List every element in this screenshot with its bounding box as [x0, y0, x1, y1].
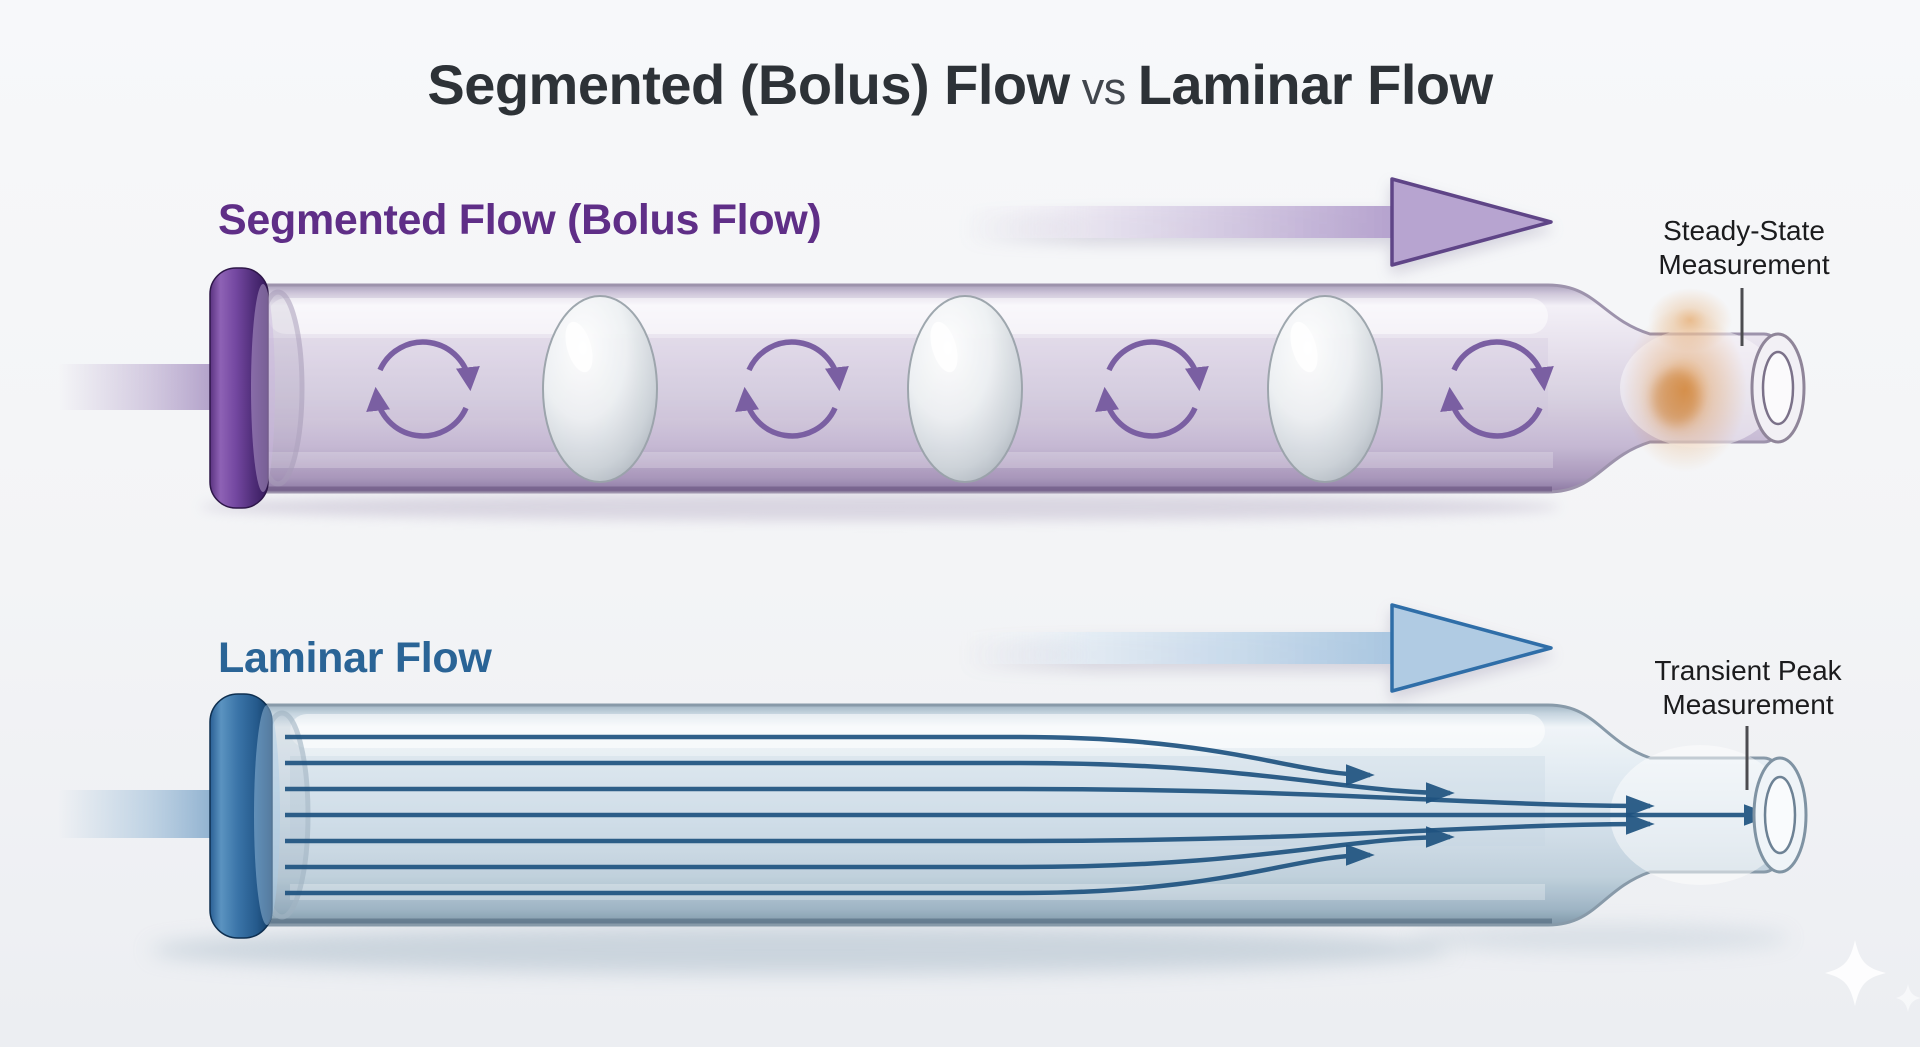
vortex-icon — [1095, 339, 1209, 439]
vortex-bottom-arc — [1095, 386, 1198, 439]
vortex-bottom-arc — [366, 386, 469, 439]
streamline — [285, 844, 1375, 896]
vortex-icon — [735, 339, 849, 439]
bolus-gloss — [565, 321, 593, 373]
bolus-droplet — [542, 295, 658, 483]
bolus-gloss — [930, 321, 958, 373]
arrow-tail — [962, 632, 1394, 664]
arrow-head — [1390, 177, 1553, 267]
streamline — [285, 826, 1455, 870]
annotation-line2: Measurement — [1662, 689, 1834, 720]
detector-glow-core — [1652, 370, 1700, 426]
tube-collar — [209, 693, 273, 939]
arrow-tail — [962, 206, 1394, 238]
title-part1: Segmented (Bolus) Flow — [427, 53, 1070, 116]
bolus-droplet — [1267, 295, 1383, 483]
glass-highlight — [290, 714, 1545, 748]
bolus-body — [907, 295, 1023, 483]
vortex-top-arc — [746, 339, 849, 392]
streamline-group — [285, 734, 1773, 896]
collar-highlight — [251, 284, 275, 492]
tube-shadow — [150, 926, 1450, 974]
detector-glow-top — [1648, 288, 1732, 352]
bolus-body — [1267, 295, 1383, 483]
bolus-droplet — [907, 295, 1023, 483]
segmented-flow-arrow — [962, 177, 1553, 267]
vortex-top-arc — [377, 339, 480, 392]
annotation-line1: Steady-State — [1663, 215, 1825, 246]
annotation-line1: Transient Peak — [1654, 655, 1842, 686]
title-part2: Laminar Flow — [1137, 53, 1493, 116]
streamline — [285, 760, 1455, 804]
vortex-top-arc — [1106, 339, 1209, 392]
vortex-icon — [1440, 339, 1554, 439]
annotation-line2: Measurement — [1658, 249, 1830, 280]
vortex-group — [366, 339, 1554, 439]
tube-collar — [209, 267, 269, 509]
streamline — [285, 813, 1655, 844]
tube-shadow — [200, 493, 1560, 521]
nozzle-opening-inner — [1761, 350, 1795, 426]
laminar-flow-arrow — [962, 603, 1553, 693]
collar-highlight — [254, 705, 280, 925]
tube-shadow-right — [1410, 924, 1790, 952]
laminar-tube — [58, 693, 1808, 974]
bolus-group — [542, 295, 1383, 483]
vortex-icon — [366, 339, 480, 439]
segmented-tube — [58, 267, 1806, 521]
streamline — [285, 786, 1655, 817]
vortex-bottom-arc — [735, 386, 838, 439]
vortex-top-arc — [1451, 339, 1554, 392]
vortex-bottom-arc — [1440, 386, 1543, 439]
streamline — [285, 734, 1375, 786]
arrow-head — [1390, 603, 1553, 693]
bolus-body — [542, 295, 658, 483]
laminar-section-label: Laminar Flow — [218, 634, 492, 682]
transient-peak-annotation: Transient Peak Measurement — [1588, 654, 1908, 722]
bolus-gloss — [1290, 321, 1318, 373]
sparkle-icon — [1825, 940, 1920, 1012]
steady-state-annotation: Steady-State Measurement — [1588, 214, 1900, 282]
inflow-arrow — [58, 790, 216, 838]
segmented-section-label: Segmented Flow (Bolus Flow) — [218, 196, 822, 244]
inflow-arrow — [58, 364, 216, 410]
title-vs: vs — [1081, 63, 1127, 114]
nozzle-opening-inner — [1763, 775, 1797, 855]
